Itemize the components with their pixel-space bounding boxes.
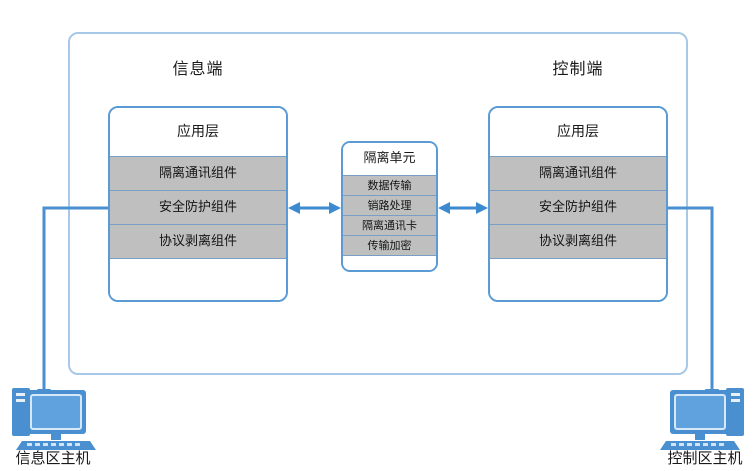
stack-control-side: 应用层 隔离通讯组件 安全防护组件 协议剥离组件 [488, 106, 668, 302]
connector-left-host-link [37, 206, 108, 403]
stack-row-protocol-stripping-component: 协议剥离组件 [110, 225, 286, 259]
stack-information-side: 应用层 隔离通讯组件 安全防护组件 协议剥离组件 [108, 106, 288, 302]
stack-row-security-protection-component: 安全防护组件 [490, 191, 666, 225]
isolation-unit-footer-spacer [343, 255, 436, 270]
isolation-unit-row-transmission-encryption: 传输加密 [343, 235, 436, 255]
desktop-computer-icon-right [660, 388, 744, 450]
stack-header-application-layer: 应用层 [110, 108, 286, 156]
outer-boundary-frame [68, 32, 688, 375]
stack-row-security-protection-component: 安全防护组件 [110, 191, 286, 225]
stack-row-isolation-communication-component: 隔离通讯组件 [490, 156, 666, 191]
connector-right-host-link [668, 206, 719, 403]
isolation-unit-row-channel-processing: 销路处理 [343, 195, 436, 215]
stack-footer-spacer [110, 259, 286, 300]
connector-left-bidirectional [288, 202, 341, 214]
stack-row-protocol-stripping-component: 协议剥离组件 [490, 225, 666, 259]
stack-footer-spacer [490, 259, 666, 300]
zone-title-information-side: 信息端 [172, 59, 224, 78]
stack-row-isolation-communication-component: 隔离通讯组件 [110, 156, 286, 191]
isolation-unit-box: 隔离单元 数据传输 销路处理 隔离通讯卡 传输加密 [341, 141, 438, 272]
isolation-unit-row-data-transmission: 数据传输 [343, 175, 436, 195]
host-label-information-zone: 信息区主机 [15, 449, 91, 467]
zone-title-control-side: 控制端 [552, 59, 604, 78]
stack-header-application-layer: 应用层 [490, 108, 666, 156]
connector-right-bidirectional [438, 202, 488, 214]
isolation-unit-title: 隔离单元 [343, 143, 436, 175]
desktop-computer-icon-left [12, 388, 96, 450]
host-label-control-zone: 控制区主机 [667, 449, 743, 467]
isolation-unit-row-isolation-communication-card: 隔离通讯卡 [343, 215, 436, 235]
